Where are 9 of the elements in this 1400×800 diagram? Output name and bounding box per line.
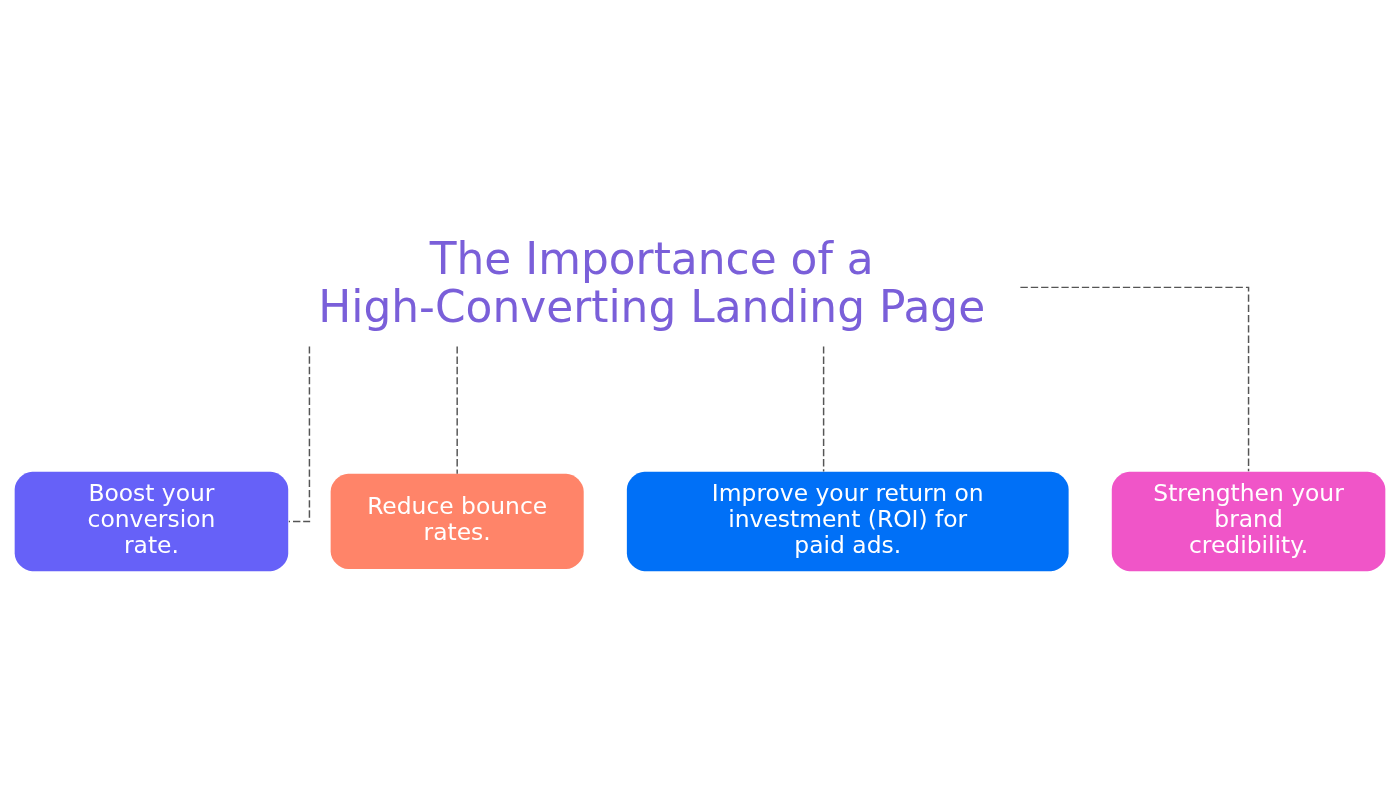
node-box: Improve your return on investment (ROI) for paid ads. bbox=[626, 471, 1069, 572]
connector bbox=[1019, 286, 1250, 472]
node-box: Boost your conversion rate. bbox=[14, 471, 289, 572]
node-text: The Importance of a High-Converting Landing Page bbox=[318, 233, 986, 333]
connector bbox=[456, 345, 458, 475]
connector bbox=[822, 345, 825, 473]
node-box: Reduce bounce rates. bbox=[330, 473, 584, 569]
connector bbox=[288, 345, 311, 523]
node-box: Strengthen your brand credibility. bbox=[1111, 471, 1386, 572]
